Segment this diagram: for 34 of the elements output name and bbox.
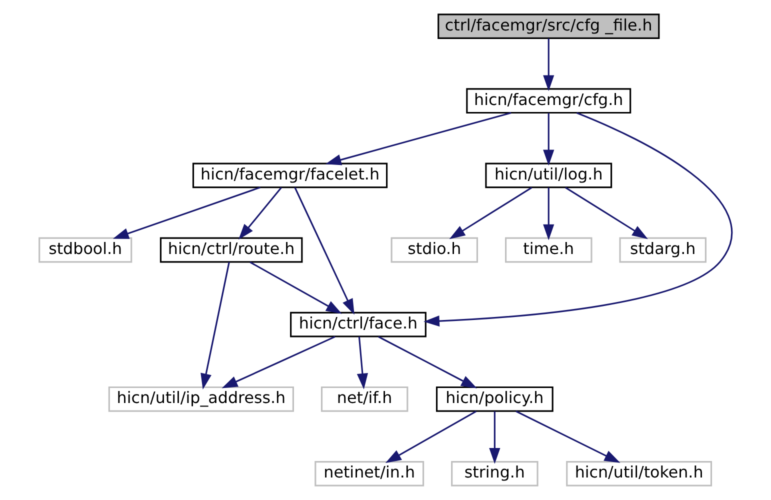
arrow xyxy=(356,336,368,390)
arrow xyxy=(294,187,354,315)
arrow xyxy=(515,410,620,463)
arrow xyxy=(542,112,554,166)
arrow xyxy=(488,411,500,464)
arrow xyxy=(249,261,342,314)
node-box: hicn/policy.h xyxy=(435,386,553,412)
node-box: hicn/facemgr/cfg.h xyxy=(466,88,631,114)
arrow xyxy=(221,336,335,388)
node-box: hicn/ctrl/route.h xyxy=(159,237,302,263)
node-box: netinet/in.h xyxy=(314,461,424,486)
arrow xyxy=(542,38,554,92)
node-box: hicn/ctrl/face.h xyxy=(290,312,426,338)
node-box: stdio.h xyxy=(390,237,478,263)
arrow xyxy=(378,336,477,388)
node-box: net/if.h xyxy=(320,386,408,412)
node-box: hicn/util/ip_address.h xyxy=(108,386,294,412)
arrow xyxy=(423,112,732,327)
arrow xyxy=(564,186,648,240)
node-box: hicn/facemgr/facelet.h xyxy=(192,162,388,188)
node-box: hicn/util/log.h xyxy=(484,162,612,188)
arrow xyxy=(448,186,532,240)
node-box: ctrl/facemgr/src/cfg _file.h xyxy=(437,14,660,39)
node-box: time.h xyxy=(504,237,592,263)
node-box: stdarg.h xyxy=(618,237,706,263)
arrow xyxy=(238,187,282,240)
node-box: stdbool.h xyxy=(38,237,132,263)
arrow xyxy=(200,262,230,390)
arrow xyxy=(384,410,476,463)
node-box: string.h xyxy=(450,461,538,486)
arrow xyxy=(112,186,260,239)
arrow xyxy=(324,112,511,166)
node-box: hicn/util/token.h xyxy=(566,461,712,486)
arrow xyxy=(542,188,554,240)
